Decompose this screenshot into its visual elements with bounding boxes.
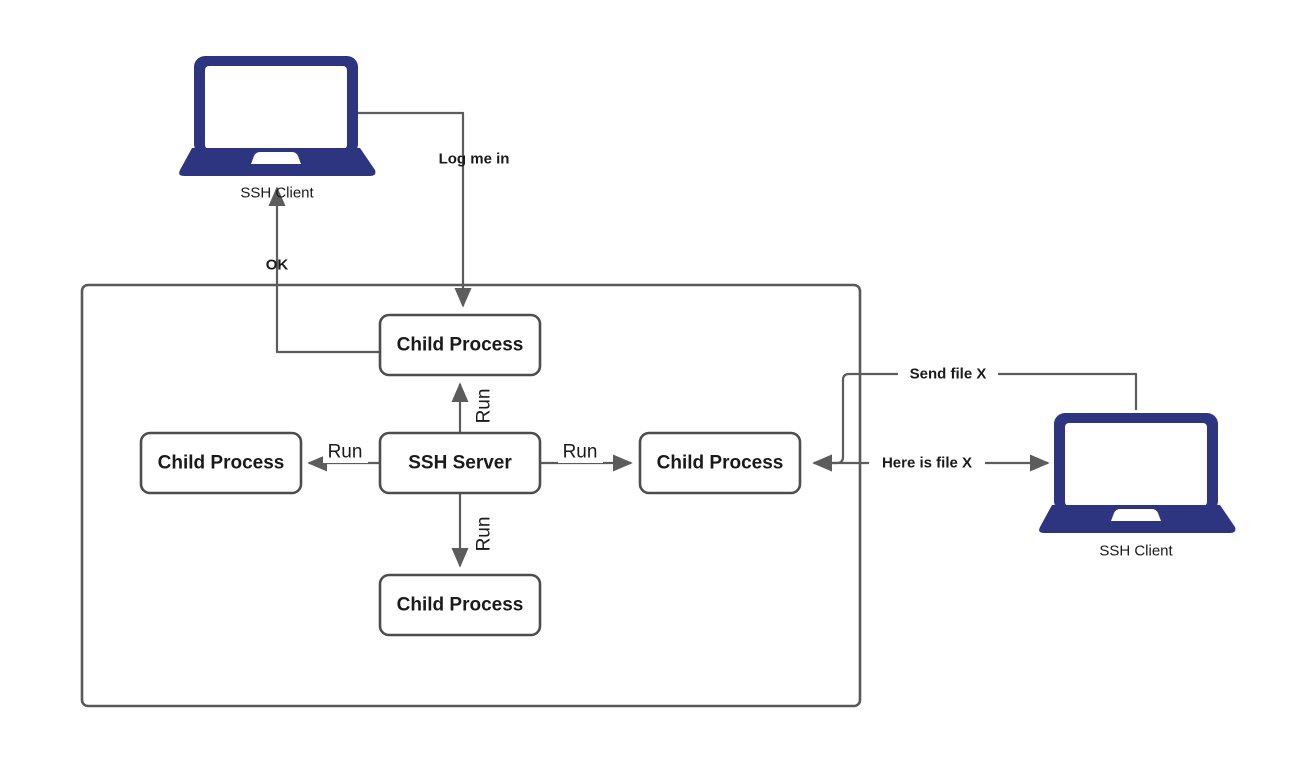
child-process-top-box[interactable] [378, 313, 542, 377]
edge-label-run-left: Run [328, 442, 363, 463]
child-process-left-label: Child Process [158, 453, 285, 474]
ssh-client-top-caption: SSH Client [240, 185, 314, 202]
edge-label-log-me-in: Log me in [439, 151, 510, 168]
child-process-left-box[interactable] [139, 431, 303, 495]
child-process-top-label: Child Process [397, 335, 524, 356]
ssh-server-node[interactable]: SSH Server [378, 431, 542, 495]
edge-label-run-right: Run [563, 442, 598, 463]
edge-ok [268, 186, 380, 354]
ssh-host-container [80, 283, 862, 708]
ssh-server-box[interactable] [378, 431, 542, 495]
edge-label-ok: OK [266, 257, 289, 274]
child-process-right-node[interactable]: Child Process [638, 431, 802, 495]
child-process-right-box[interactable] [638, 431, 802, 495]
ssh-client-right-laptop-icon [1039, 413, 1236, 533]
child-process-bottom-box[interactable] [378, 573, 542, 637]
edge-label-run-bottom: Run [474, 517, 495, 552]
edge-label-send-file-x: Send file X [910, 366, 987, 383]
ssh-client-right-caption: SSH Client [1099, 543, 1173, 560]
child-process-right-label: Child Process [657, 453, 784, 474]
child-process-top-node[interactable]: Child Process [378, 313, 542, 377]
child-process-bottom-node[interactable]: Child Process [378, 573, 542, 637]
edge-label-run-top: Run [474, 389, 495, 424]
child-process-left-node[interactable]: Child Process [139, 431, 303, 495]
edge-log-me-in [357, 111, 472, 308]
edge-label-here-is-file-x: Here is file X [882, 455, 972, 472]
child-process-bottom-label: Child Process [397, 595, 524, 616]
ssh-server-label: SSH Server [408, 453, 512, 474]
ssh-client-top-laptop-icon [179, 56, 376, 176]
